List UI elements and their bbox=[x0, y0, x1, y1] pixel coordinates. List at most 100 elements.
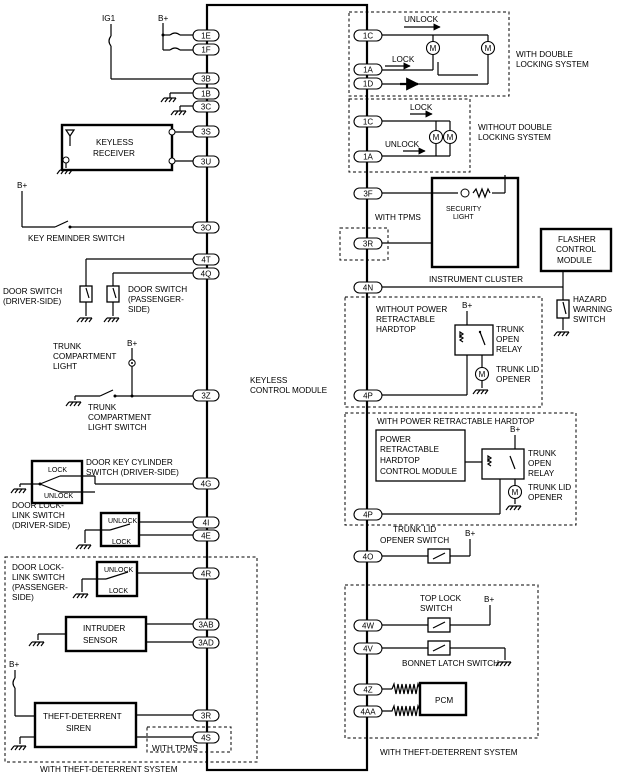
svg-text:DOOR SWITCH: DOOR SWITCH bbox=[128, 285, 187, 294]
svg-text:INSTRUMENT CLUSTER: INSTRUMENT CLUSTER bbox=[429, 275, 523, 284]
svg-text:FLASHER: FLASHER bbox=[558, 235, 596, 244]
svg-text:WITHOUT POWER: WITHOUT POWER bbox=[376, 305, 447, 314]
svg-text:LINK SWITCH: LINK SWITCH bbox=[12, 573, 65, 582]
svg-text:4T: 4T bbox=[201, 256, 210, 265]
svg-text:4R: 4R bbox=[201, 570, 211, 579]
svg-text:WITH THEFT-DETERRENT SYSTEM: WITH THEFT-DETERRENT SYSTEM bbox=[380, 748, 518, 757]
svg-text:UNLOCK: UNLOCK bbox=[385, 140, 420, 149]
svg-text:SIDE): SIDE) bbox=[128, 305, 150, 314]
svg-text:LIGHT: LIGHT bbox=[453, 214, 474, 221]
svg-text:B+: B+ bbox=[510, 425, 520, 434]
svg-text:RETRACTABLE: RETRACTABLE bbox=[376, 315, 436, 324]
svg-text:TRUNK LID: TRUNK LID bbox=[393, 525, 436, 534]
svg-text:B+: B+ bbox=[9, 660, 19, 669]
with-theft-deterrent-left-label: WITH THEFT-DETERRENT SYSTEM bbox=[40, 765, 178, 774]
svg-text:INTRUDER: INTRUDER bbox=[83, 624, 125, 633]
svg-text:RECEIVER: RECEIVER bbox=[93, 149, 135, 158]
svg-text:TOP LOCK: TOP LOCK bbox=[420, 594, 462, 603]
svg-text:DOOR KEY CYLINDER: DOOR KEY CYLINDER bbox=[86, 458, 173, 467]
svg-text:(DRIVER-SIDE): (DRIVER-SIDE) bbox=[12, 521, 70, 530]
svg-text:3S: 3S bbox=[201, 128, 211, 137]
svg-text:(PASSENGER-: (PASSENGER- bbox=[12, 583, 68, 592]
svg-text:KEYLESS: KEYLESS bbox=[96, 138, 134, 147]
module-label-line2: CONTROL MODULE bbox=[250, 386, 328, 395]
svg-text:OPEN: OPEN bbox=[528, 459, 551, 468]
svg-text:3AD: 3AD bbox=[198, 639, 214, 648]
svg-text:TRUNK: TRUNK bbox=[88, 403, 117, 412]
svg-text:KEY REMINDER SWITCH: KEY REMINDER SWITCH bbox=[28, 234, 125, 243]
svg-text:WITHOUT DOUBLE: WITHOUT DOUBLE bbox=[478, 123, 553, 132]
svg-text:WITH POWER RETRACTABLE HARDTOP: WITH POWER RETRACTABLE HARDTOP bbox=[377, 417, 535, 426]
svg-text:TRUNK: TRUNK bbox=[53, 342, 82, 351]
svg-text:PCM: PCM bbox=[435, 696, 453, 705]
svg-text:WITH TPMS: WITH TPMS bbox=[152, 744, 198, 753]
trunk-relay-with-prh: WITH POWER RETRACTABLE HARDTOP POWER RET… bbox=[344, 412, 577, 526]
svg-text:UNLOCK: UNLOCK bbox=[104, 567, 134, 574]
svg-text:OPEN: OPEN bbox=[496, 335, 519, 344]
svg-text:SWITCH (DRIVER-SIDE): SWITCH (DRIVER-SIDE) bbox=[86, 468, 179, 477]
svg-text:SIREN: SIREN bbox=[66, 724, 91, 733]
svg-text:LIGHT: LIGHT bbox=[53, 362, 77, 371]
svg-text:4P: 4P bbox=[363, 511, 373, 520]
svg-text:1A: 1A bbox=[363, 66, 373, 75]
svg-text:3U: 3U bbox=[201, 158, 211, 167]
svg-text:LOCK: LOCK bbox=[392, 55, 415, 64]
svg-text:TRUNK LID: TRUNK LID bbox=[528, 483, 571, 492]
svg-text:DOOR SWITCH: DOOR SWITCH bbox=[3, 287, 62, 296]
svg-text:1C: 1C bbox=[363, 118, 373, 127]
svg-text:4N: 4N bbox=[363, 284, 373, 293]
svg-text:LOCK: LOCK bbox=[48, 467, 67, 474]
svg-text:COMPARTMENT: COMPARTMENT bbox=[53, 352, 116, 361]
intruder-sensor: INTRUDER SENSOR bbox=[28, 615, 193, 653]
svg-text:HARDTOP: HARDTOP bbox=[376, 325, 416, 334]
theft-deterrent-right-region: WITH THEFT-DETERRENT SYSTEM TOP LOCK SWI… bbox=[344, 584, 539, 757]
svg-text:WARNING: WARNING bbox=[573, 305, 612, 314]
svg-text:B+: B+ bbox=[127, 339, 137, 348]
theft-deterrent-siren: B+ THEFT-DETERRENT SIREN WITH TPMS bbox=[9, 660, 232, 753]
svg-text:4G: 4G bbox=[201, 480, 212, 489]
svg-text:DOOR LOCK-: DOOR LOCK- bbox=[12, 501, 64, 510]
door-lock-link-switch-passenger: DOOR LOCK- LINK SWITCH (PASSENGER- SIDE)… bbox=[12, 560, 193, 602]
svg-text:B+: B+ bbox=[465, 529, 475, 538]
left-connector-pins: 1E 1F 3B 1B 3C 3S 3U 3O 4T 4Q 3Z 4G 4I 4… bbox=[192, 29, 220, 744]
svg-text:4S: 4S bbox=[201, 734, 211, 743]
svg-text:LOCK: LOCK bbox=[109, 588, 128, 595]
svg-text:COMPARTMENT: COMPARTMENT bbox=[88, 413, 151, 422]
svg-text:THEFT-DETERRENT: THEFT-DETERRENT bbox=[43, 712, 122, 721]
svg-text:3R: 3R bbox=[363, 240, 373, 249]
svg-text:SIDE): SIDE) bbox=[12, 593, 34, 602]
svg-text:LOCKING SYSTEM: LOCKING SYSTEM bbox=[478, 133, 551, 142]
single-locking-actuators: WITHOUT DOUBLE LOCKING SYSTEM LOCK UNLOC… bbox=[348, 98, 553, 173]
svg-text:CONTROL: CONTROL bbox=[556, 245, 596, 254]
svg-text:DOOR LOCK-: DOOR LOCK- bbox=[12, 563, 64, 572]
svg-text:HAZARD: HAZARD bbox=[573, 295, 607, 304]
svg-text:LOCK: LOCK bbox=[410, 103, 433, 112]
svg-text:SWITCH: SWITCH bbox=[420, 604, 452, 613]
flasher-hazard-circuit: FLASHER CONTROL MODULE HAZARD WARNING SW… bbox=[382, 227, 612, 337]
svg-text:TRUNK LID: TRUNK LID bbox=[496, 365, 539, 374]
svg-text:LOCKING SYSTEM: LOCKING SYSTEM bbox=[516, 60, 589, 69]
svg-text:3F: 3F bbox=[363, 190, 372, 199]
double-locking-actuators: WITH DOUBLE LOCKING SYSTEM UNLOCK LOCK bbox=[348, 11, 589, 97]
svg-text:3C: 3C bbox=[201, 103, 211, 112]
svg-text:BONNET LATCH SWITCH: BONNET LATCH SWITCH bbox=[402, 659, 499, 668]
svg-text:B+: B+ bbox=[462, 301, 472, 310]
svg-text:UNLOCK: UNLOCK bbox=[108, 518, 138, 525]
svg-text:4W: 4W bbox=[362, 622, 374, 631]
door-lock-link-switch-driver: DOOR LOCK- LINK SWITCH (DRIVER-SIDE) UNL… bbox=[12, 501, 193, 550]
door-key-cylinder-switch: LOCK UNLOCK DOOR KEY CYLINDER SWITCH (DR… bbox=[10, 458, 193, 505]
svg-text:CONTROL MODULE: CONTROL MODULE bbox=[380, 467, 458, 476]
svg-text:TRUNK: TRUNK bbox=[528, 449, 557, 458]
svg-text:4I: 4I bbox=[203, 519, 210, 528]
svg-text:3O: 3O bbox=[201, 224, 212, 233]
svg-text:1D: 1D bbox=[363, 80, 373, 89]
svg-text:4O: 4O bbox=[363, 553, 374, 562]
theft-deterrent-left-region bbox=[4, 556, 258, 763]
svg-text:4E: 4E bbox=[201, 532, 211, 541]
svg-text:3B: 3B bbox=[201, 75, 211, 84]
svg-text:3AB: 3AB bbox=[198, 621, 213, 630]
svg-text:RELAY: RELAY bbox=[496, 345, 523, 354]
svg-text:1F: 1F bbox=[201, 46, 210, 55]
keyless-receiver: KEYLESS RECEIVER bbox=[56, 123, 193, 175]
